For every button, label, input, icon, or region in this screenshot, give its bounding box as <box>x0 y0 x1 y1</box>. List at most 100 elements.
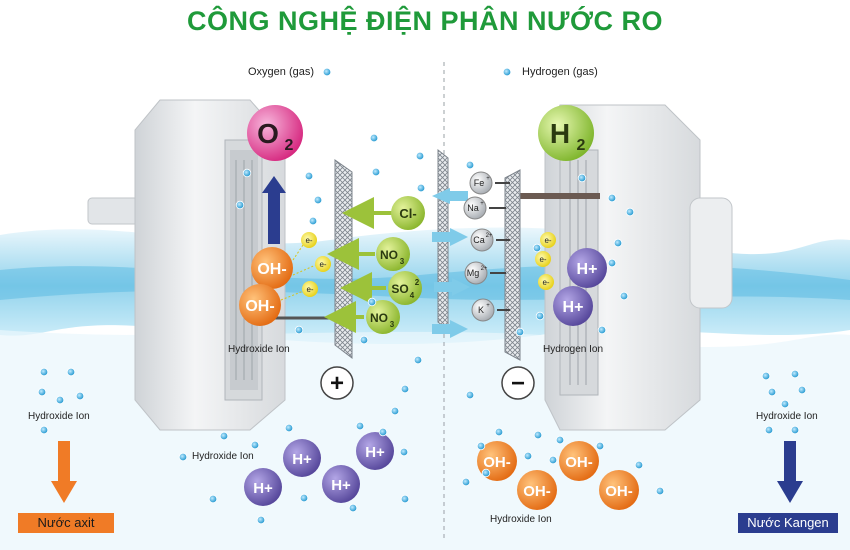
water-droplet <box>39 367 49 377</box>
svg-text:2: 2 <box>415 278 420 287</box>
svg-text:e-: e- <box>306 285 313 294</box>
svg-text:+: + <box>486 303 490 309</box>
water-droplet <box>790 425 800 435</box>
water-droplet <box>764 425 774 435</box>
svg-text:OH-: OH- <box>257 261 286 278</box>
svg-text:H: H <box>550 118 570 149</box>
anode-oh-ion-1: OH- <box>251 247 293 289</box>
water-droplet <box>390 406 400 416</box>
water-droplet <box>322 67 332 77</box>
water-droplet <box>413 355 423 365</box>
svg-text:2: 2 <box>577 137 586 154</box>
water-droplet <box>625 207 635 217</box>
water-droplet <box>371 167 381 177</box>
o2-up-arrow <box>262 176 286 244</box>
water-droplet <box>502 67 512 77</box>
svg-text:4: 4 <box>410 291 415 300</box>
svg-text:OH-: OH- <box>565 454 593 471</box>
kangen-down-arrow <box>777 441 803 503</box>
water-droplet <box>415 151 425 161</box>
water-droplet <box>607 258 617 268</box>
svg-text:3: 3 <box>390 320 395 329</box>
water-droplet <box>256 515 266 525</box>
water-droplet <box>308 216 318 226</box>
svg-text:Ca: Ca <box>473 235 485 245</box>
water-droplet <box>219 431 229 441</box>
oxygen-gas-label: Oxygen (gas) <box>248 66 314 78</box>
water-droplet <box>400 494 410 504</box>
kangen-oh-ion-2: OH- <box>559 441 599 481</box>
svg-text:Mg: Mg <box>467 268 480 278</box>
cathode-electrons: e- e- e- <box>535 232 556 290</box>
cation-fe: Fe + <box>469 171 510 195</box>
h2-molecule: H 2 <box>538 105 594 161</box>
svg-text:H+: H+ <box>253 480 273 497</box>
svg-text:K: K <box>478 305 484 315</box>
anode-sign-label: + <box>330 370 344 397</box>
water-droplet <box>597 325 607 335</box>
acid-down-arrow <box>51 441 77 503</box>
cation-mg: Mg 2+ <box>464 261 506 285</box>
svg-text:OH-: OH- <box>523 483 551 500</box>
svg-text:Na: Na <box>467 203 479 213</box>
water-droplet <box>465 390 475 400</box>
kangen-cluster-label: Hydroxide Ion <box>490 514 552 525</box>
water-droplet <box>416 183 426 193</box>
anode-sign <box>320 366 354 400</box>
water-droplet <box>533 430 543 440</box>
cathode-hydrogen-label: Hydrogen Ion <box>543 344 603 355</box>
anion-so4: SO 4 2 <box>388 271 422 305</box>
water-droplet <box>37 387 47 397</box>
left-output-label: Hydroxide Ion <box>28 411 90 422</box>
svg-text:+: + <box>480 201 484 207</box>
water-droplet <box>613 238 623 248</box>
water-droplet <box>494 427 504 437</box>
svg-text:e-: e- <box>539 255 546 264</box>
water-droplet <box>378 427 388 437</box>
svg-text:e-: e- <box>544 236 551 245</box>
svg-text:NO: NO <box>380 248 398 262</box>
water-droplet <box>761 371 771 381</box>
water-droplet <box>767 387 777 397</box>
water-droplet <box>242 168 252 178</box>
water-droplet <box>607 193 617 203</box>
water-droplet <box>535 311 545 321</box>
acid-h-ion-3: H+ <box>244 468 282 506</box>
svg-text:3: 3 <box>400 257 405 266</box>
svg-text:e-: e- <box>319 260 326 269</box>
water-droplet <box>548 455 558 465</box>
svg-text:O: O <box>257 118 279 149</box>
cation-k: K + <box>471 298 510 322</box>
water-droplet <box>790 369 800 379</box>
water-droplet <box>523 451 533 461</box>
svg-text:2+: 2+ <box>486 233 493 239</box>
water-droplet <box>178 452 188 462</box>
water-droplet <box>400 384 410 394</box>
water-droplet <box>313 195 323 205</box>
svg-text:Fe: Fe <box>474 178 485 188</box>
water-droplet <box>481 468 491 478</box>
water-droplet <box>250 440 260 450</box>
water-droplet <box>634 460 644 470</box>
cation-na: Na + <box>463 196 506 220</box>
svg-text:NO: NO <box>370 311 388 325</box>
cathode-sign-label: − <box>511 370 525 397</box>
water-droplet <box>595 441 605 451</box>
cathode-mesh <box>504 169 521 361</box>
cathode-h-ion-2: H+ <box>553 286 593 326</box>
anode-hydroxide-label: Hydroxide Ion <box>228 344 290 355</box>
water-droplet <box>208 494 218 504</box>
page-title: CÔNG NGHỆ ĐIỆN PHÂN NƯỚC RO <box>187 6 663 36</box>
svg-text:+: + <box>486 176 490 182</box>
svg-text:H+: H+ <box>292 451 312 468</box>
water-droplet <box>797 385 807 395</box>
kangen-oh-ion-4: OH- <box>599 470 639 510</box>
water-droplet <box>66 367 76 377</box>
svg-text:H+: H+ <box>331 477 351 494</box>
anode-mesh <box>334 159 353 360</box>
acid-h-ion-2: H+ <box>356 432 394 470</box>
water-droplet <box>476 441 486 451</box>
anion-no3-top: NO 3 <box>376 237 410 271</box>
water-droplet <box>75 391 85 401</box>
kangen-water-label: Nước Kangen <box>738 513 838 533</box>
